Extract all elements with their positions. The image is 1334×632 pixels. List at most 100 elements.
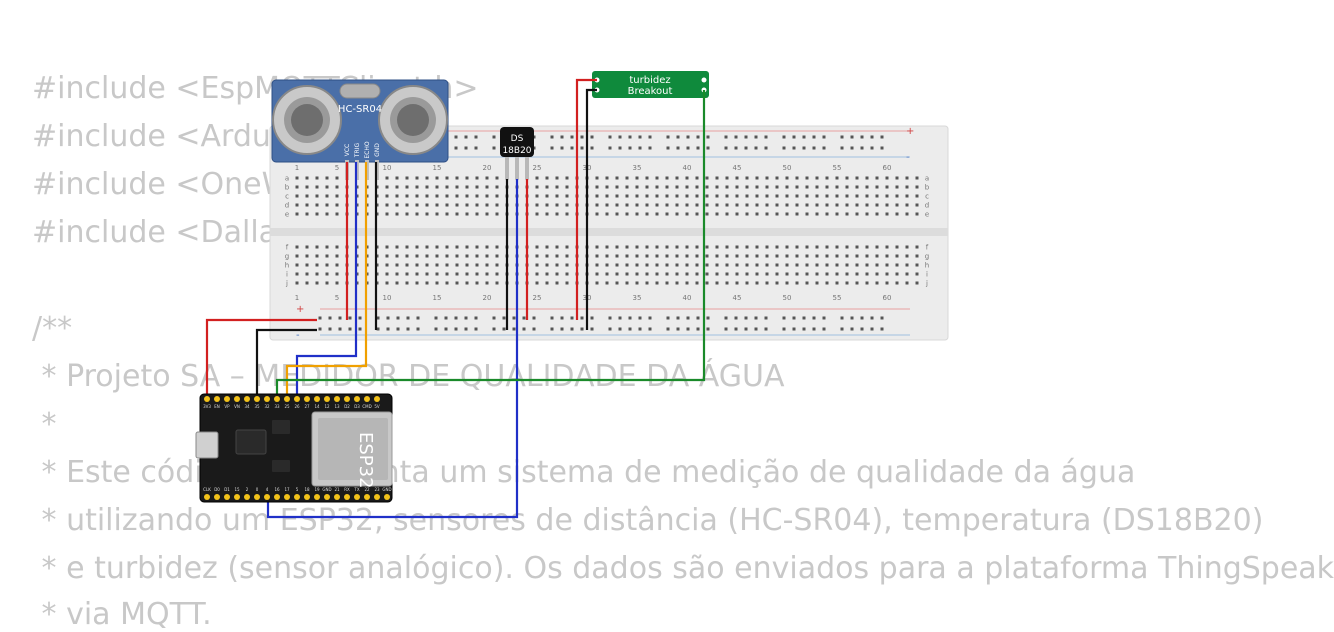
row-letter: a [925,175,929,183]
column-number: 40 [683,294,692,302]
row-letter: f [286,244,289,252]
esp32-pin-label: 0 [256,487,259,492]
wire-esp-3v3 [205,318,317,400]
column-number: 10 [383,294,392,302]
esp32-pin-label: CMD [362,404,371,409]
column-number: 45 [733,164,742,172]
column-number: 5 [335,164,339,172]
row-letter: h [925,262,929,270]
wire-turbidity-vcc [575,78,597,320]
esp32-pin-label: D2 [344,404,350,409]
wire-hcsr04-echo [285,162,368,400]
row-letter: h [285,262,289,270]
esp32-pin-label: 32 [264,404,270,409]
column-number: 55 [833,294,842,302]
esp32-pin-label: 26 [294,404,300,409]
wire-esp-gnd [255,328,317,400]
rail-minus-top: - [906,152,910,163]
ultrasonic-pin-label: ECHO [364,141,371,158]
esp32-pin-label: 16 [274,487,280,492]
column-number: 50 [783,294,792,302]
temp-sensor-label-2: 18B20 [502,146,531,156]
column-number: 20 [483,294,492,302]
column-number: 55 [833,164,842,172]
column-number: 45 [733,294,742,302]
row-letter: g [285,253,289,261]
rail-plus-bottom: + [296,304,304,315]
esp32-pin-label: 12 [324,404,330,409]
ultrasonic-pin-label: TRIG [354,143,361,159]
esp32-pin-label: 3V3 [203,404,211,409]
row-letter: i [286,271,288,279]
rail-plus-top: + [906,126,914,137]
esp32-pin-label: D0 [214,487,220,492]
column-number: 10 [383,164,392,172]
code-line: * [32,407,57,442]
esp32-pin-label: 33 [274,404,280,409]
column-number: 25 [533,294,542,302]
turbidity-label-2: Breakout [628,86,673,97]
esp32-pin-label: GND [322,487,331,492]
ultrasonic-pin-label: GND [374,143,381,157]
esp32-pin-label: 5 [296,487,299,492]
esp32-pin-label: 35 [254,404,260,409]
temp-sensor-label-1: DS [511,134,524,144]
temperature-sensor[interactable]: DS 18B20 [500,127,534,179]
column-number: 15 [433,164,442,172]
row-letter: e [285,211,289,219]
turbidity-sensor[interactable]: turbidez Breakout [592,71,709,98]
code-line: /** [32,311,73,346]
row-letter: b [285,184,290,192]
rail-minus-bottom: - [296,330,300,341]
esp32-pin-label: 34 [244,404,250,409]
ultrasonic-pin-label: VCC [344,144,351,156]
esp32-pin-label: 4 [266,487,269,492]
code-line: * utilizando um ESP32, sensores de distâ… [32,503,1264,538]
wire-turbidity-signal [275,90,706,400]
esp32-pin-label: EN [214,404,220,409]
esp32-pin-label: 15 [234,487,240,492]
code-line: * Projeto SA – MEDIDOR DE QUALIDADE DA Á… [32,359,785,394]
row-letter: b [925,184,930,192]
esp32-pin-label: 27 [304,404,310,409]
column-number: 50 [783,164,792,172]
ultrasonic-label: HC-SR04 [338,104,382,115]
column-number: 35 [633,294,642,302]
wire-hcsr04-trig [295,162,358,400]
row-letter: d [285,202,289,210]
esp32-pin-label: CLK [203,487,211,492]
wire-turbidity-gnd [585,88,597,330]
esp32-pin-label: RX [344,487,350,492]
row-letter: d [925,202,929,210]
esp32-pin-label: 17 [284,487,290,492]
column-number: 25 [533,164,542,172]
column-number: 1 [295,294,299,302]
column-number: 60 [883,294,892,302]
code-line: * via MQTT. [32,597,212,632]
row-letter: c [925,193,929,201]
esp32-pin-label: 13 [334,404,340,409]
row-letter: f [926,244,929,252]
turbidity-label-1: turbidez [629,75,670,86]
esp32-pin-label: 21 [334,487,340,492]
esp32-pin-label: GND [382,487,391,492]
esp32-pin-label: VN [234,404,240,409]
column-number: 5 [335,294,339,302]
column-number: 1 [295,164,299,172]
column-number: 40 [683,164,692,172]
wire-ds18b20-data [266,179,519,519]
esp32-pin-label: 19 [314,487,320,492]
row-letter: j [925,280,928,288]
esp32-pin-label: D3 [354,404,360,409]
esp32-pin-label: D1 [224,487,230,492]
esp32-pin-label: TX [353,487,359,492]
esp32-pin-label: 25 [284,404,290,409]
column-number: 15 [433,294,442,302]
esp32-pin-label: 22 [364,487,370,492]
column-number: 60 [883,164,892,172]
column-number: 20 [483,164,492,172]
